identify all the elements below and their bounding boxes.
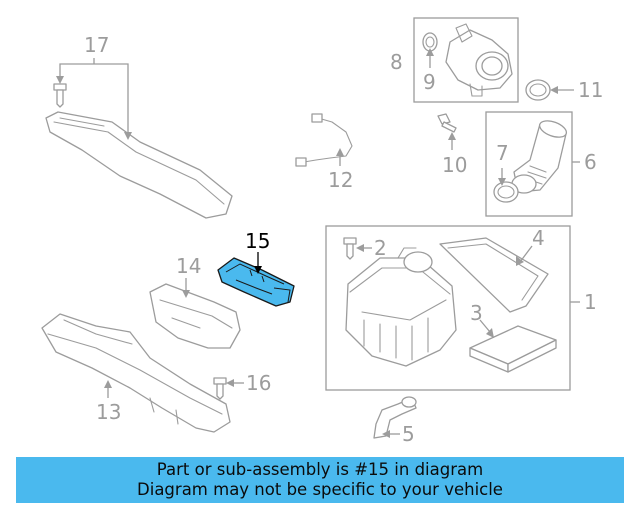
- part-10-bolt: [437, 113, 457, 133]
- leader-9: [426, 48, 434, 68]
- callout-7: 7: [496, 141, 509, 165]
- leader-15: [254, 252, 262, 274]
- part-1-air-box: [345, 247, 457, 367]
- callout-1: 1: [584, 290, 597, 314]
- part-16-screw: [213, 377, 227, 400]
- leader-10: [448, 132, 456, 150]
- callout-6: 6: [584, 150, 597, 174]
- part-3-filter-element: [469, 325, 557, 373]
- callout-3: 3: [470, 301, 483, 325]
- leader-17: [56, 58, 132, 140]
- callout-4: 4: [532, 226, 545, 250]
- leader-7: [498, 168, 506, 186]
- leader-11: [550, 86, 574, 94]
- callout-13: 13: [96, 400, 121, 424]
- leader-12: [336, 148, 344, 166]
- leader-5: [382, 430, 400, 438]
- callout-2: 2: [374, 236, 387, 260]
- part-13-duct: [41, 313, 231, 433]
- leader-3: [479, 319, 494, 338]
- part-14-bracket: [149, 283, 241, 349]
- part-6-hose: [511, 120, 568, 194]
- leader-16: [226, 379, 244, 387]
- part-17-cover: [45, 111, 233, 219]
- callout-9: 9: [423, 70, 436, 94]
- leader-13: [104, 380, 112, 398]
- callout-15: 15: [245, 229, 270, 253]
- callout-10: 10: [442, 153, 467, 177]
- part-17-screw: [53, 83, 67, 108]
- callout-17: 17: [84, 33, 109, 57]
- part-8-throttle-body: [445, 23, 513, 97]
- callout-5: 5: [402, 422, 415, 446]
- info-banner: Part or sub-assembly is #15 in diagram D…: [16, 457, 624, 503]
- part-12-sensor: [295, 113, 353, 167]
- part-11-clamp: [525, 79, 551, 101]
- callout-14: 14: [176, 254, 201, 278]
- frame-8-9: [413, 17, 519, 103]
- part-4-filter-lid: [439, 237, 549, 313]
- callout-8: 8: [390, 50, 403, 74]
- frame-1-4: [325, 225, 571, 391]
- callout-16: 16: [246, 371, 271, 395]
- frame-6-7: [485, 111, 573, 217]
- banner-line-2: Diagram may not be specific to your vehi…: [137, 480, 503, 499]
- leader-4: [516, 245, 533, 266]
- part-15-highlighted: [217, 257, 295, 307]
- leader-14: [182, 278, 190, 298]
- part-5-hose: [373, 396, 417, 439]
- callout-11: 11: [578, 78, 603, 102]
- banner-line-1: Part or sub-assembly is #15 in diagram: [156, 460, 484, 479]
- leader-2: [356, 244, 372, 252]
- callout-12: 12: [328, 168, 353, 192]
- part-7-clamp: [493, 181, 519, 203]
- part-2-screw: [343, 237, 357, 260]
